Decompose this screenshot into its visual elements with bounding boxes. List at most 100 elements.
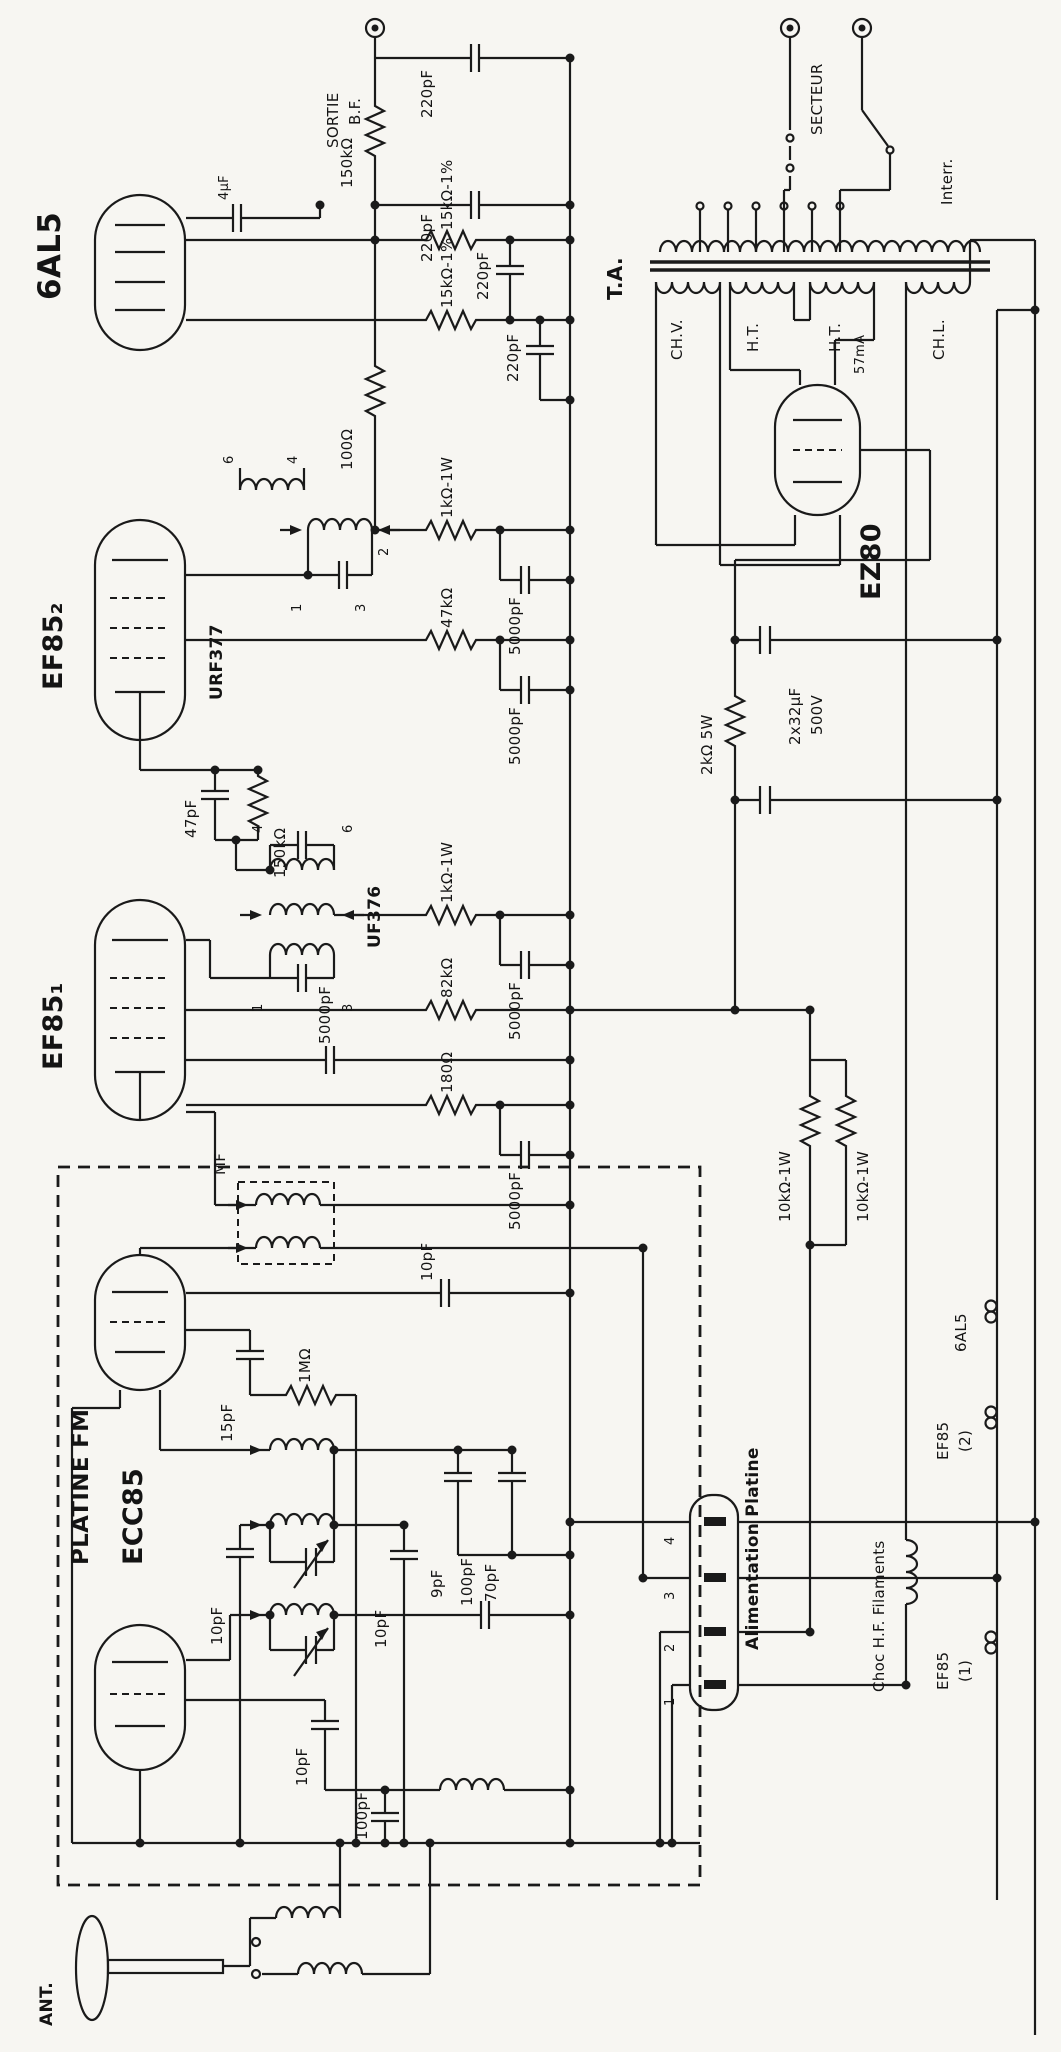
value-100ohm: 100Ω bbox=[338, 429, 356, 470]
resistor-82k bbox=[418, 999, 482, 1021]
tube-ecc85-triode-b bbox=[93, 1623, 187, 1772]
cap-urf-tuning bbox=[316, 559, 370, 591]
resistor-1m bbox=[278, 1384, 342, 1406]
interr-switch bbox=[785, 133, 895, 173]
ta-primary-3 bbox=[786, 239, 854, 254]
resistor-180 bbox=[418, 1094, 482, 1116]
value-5000pf-1: 5000pF bbox=[506, 597, 524, 655]
value-10k-2: 10kΩ-1W bbox=[854, 1151, 872, 1222]
tube-label-6al5: 6AL5 bbox=[32, 212, 68, 300]
label-alimentation: Alimentation Platine bbox=[743, 1447, 763, 1650]
antenna-coil-1 bbox=[274, 1905, 342, 1920]
value-5000pf-5: 5000pF bbox=[506, 1172, 524, 1230]
cap-10pf-a bbox=[418, 1277, 472, 1309]
cap-15pf bbox=[234, 1328, 266, 1382]
mf-coil-bottom bbox=[254, 1235, 322, 1250]
pin-conn-1: 1 bbox=[663, 1697, 678, 1706]
value-10k-1: 10kΩ-1W bbox=[776, 1151, 794, 1222]
cap-9pf bbox=[442, 1450, 474, 1504]
value-100pf-a: 100pF bbox=[458, 1558, 476, 1606]
antenna-terminals bbox=[250, 1936, 262, 1980]
alimentation-connector bbox=[688, 1493, 740, 1712]
pin-conn-2: 2 bbox=[663, 1643, 678, 1652]
secteur-terminal-1 bbox=[779, 17, 801, 39]
resistor-150k-top bbox=[364, 98, 386, 162]
tube-ez80 bbox=[773, 383, 862, 517]
pin-uf-3: 3 bbox=[341, 1003, 356, 1012]
label-interr: Interr. bbox=[938, 158, 956, 205]
value-1k-2: 1kΩ-1W bbox=[438, 842, 456, 903]
resistor-1k-1 bbox=[418, 519, 482, 541]
cap-5000pf-4 bbox=[303, 1044, 357, 1076]
secteur-terminal-2 bbox=[851, 17, 873, 39]
label-ant: ANT. bbox=[37, 1982, 57, 2026]
resistor-2k bbox=[724, 688, 746, 752]
label-ta: T.A. bbox=[603, 257, 627, 300]
fm-coil-1 bbox=[268, 1437, 336, 1452]
tube-ef85-2 bbox=[93, 518, 187, 742]
platine-fm-box bbox=[56, 1165, 702, 1887]
urf377-coil-primary bbox=[238, 477, 306, 492]
cap-220pf-4 bbox=[524, 323, 556, 377]
pin-conn-4: 4 bbox=[663, 1536, 678, 1545]
value-220pf-4: 220pF bbox=[504, 334, 522, 382]
pin-uf-6: 6 bbox=[341, 824, 356, 833]
value-70pf: 70pF bbox=[482, 1564, 500, 1602]
labels: SORTIE B.F. 220pF 150kΩ 220pF 6AL5 4µF 1… bbox=[32, 63, 974, 2026]
resistor-150k-2 bbox=[247, 768, 269, 832]
uf376-coil-bottom bbox=[268, 942, 336, 957]
tube-ef85-1 bbox=[93, 898, 187, 1122]
value-100pf-b: 100pF bbox=[353, 1792, 371, 1840]
components bbox=[199, 42, 998, 1976]
cap-220pf-3 bbox=[494, 243, 526, 297]
cap-10pf-b bbox=[224, 1526, 256, 1580]
value-10pf-a: 10pF bbox=[418, 1243, 436, 1281]
label-uf376: UF376 bbox=[365, 886, 385, 948]
cap-10pf-d bbox=[309, 1698, 341, 1752]
value-220pf-2: 220pF bbox=[418, 214, 436, 262]
value-500v: 500V bbox=[808, 694, 826, 735]
tube-ecc85-triode-a bbox=[93, 1253, 187, 1392]
pin-urf-1: 1 bbox=[290, 603, 305, 612]
cap-5000pf-2 bbox=[498, 674, 552, 706]
fm-input-coil bbox=[268, 1602, 336, 1617]
label-mf: MF bbox=[211, 1153, 229, 1175]
cap-220pf-2 bbox=[448, 189, 502, 221]
value-10pf-c: 10pF bbox=[372, 1610, 390, 1648]
mf-shield-box bbox=[237, 1181, 335, 1265]
ta-secondary-ht1 bbox=[728, 280, 796, 295]
value-57ma: 57mA bbox=[853, 335, 868, 374]
fm-output-coil bbox=[438, 1777, 506, 1792]
cap-4uf bbox=[210, 202, 264, 234]
label-ht-2: H.T. bbox=[826, 323, 844, 352]
value-82k: 82kΩ bbox=[438, 958, 456, 998]
value-47k: 47kΩ bbox=[438, 588, 456, 628]
antenna-coil-2 bbox=[296, 1961, 364, 1976]
uf376-coil-tuned bbox=[268, 902, 336, 917]
pin-uf-1: 1 bbox=[251, 1003, 266, 1012]
ta-secondary-ht2 bbox=[808, 280, 876, 295]
pin-uf-4: 4 bbox=[251, 824, 266, 833]
cap-5000pf-3 bbox=[498, 949, 552, 981]
resistor-1k-2 bbox=[418, 904, 482, 926]
resistor-10k-1 bbox=[799, 1088, 821, 1152]
value-9pf: 9pF bbox=[428, 1569, 446, 1598]
pin-urf-4: 4 bbox=[286, 455, 301, 464]
pin-conn-3: 3 bbox=[663, 1591, 678, 1600]
cap-5000pf-5 bbox=[498, 1139, 552, 1171]
label-choc: Choc H.F. Filaments bbox=[870, 1540, 888, 1692]
value-150k-2: 150kΩ bbox=[271, 828, 289, 878]
pin-urf-2: 2 bbox=[377, 547, 392, 556]
terminals bbox=[74, 17, 895, 2022]
value-15pf: 15pF bbox=[218, 1404, 236, 1442]
antenna-symbol bbox=[74, 1914, 225, 2022]
cap-220pf-1 bbox=[448, 42, 502, 74]
label-sortie: SORTIE bbox=[324, 92, 342, 148]
cap-100pf-b bbox=[369, 1790, 401, 1844]
filament-6al5-symbol bbox=[984, 1299, 998, 1324]
cap-47pf bbox=[199, 768, 231, 822]
value-180ohm: 180Ω bbox=[438, 1052, 456, 1093]
wires bbox=[70, 37, 1037, 2035]
tube-label-ez80: EZ80 bbox=[856, 523, 887, 600]
